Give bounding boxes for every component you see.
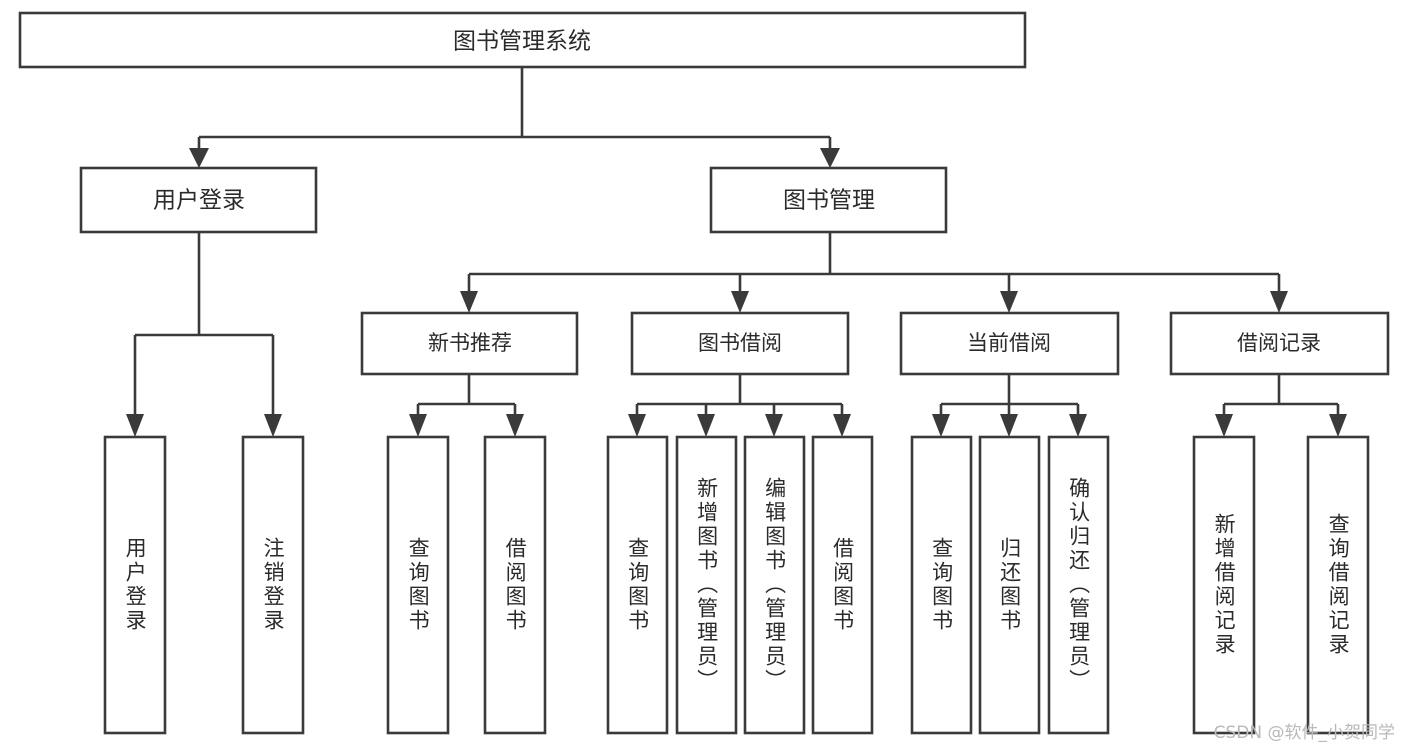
node-borrow-record-label: 借阅记录	[1237, 331, 1321, 355]
node-new-book-recommend-label: 新书推荐	[428, 331, 512, 355]
node-root[interactable]	[18, 11, 1027, 69]
watermark-text: CSDN @软件_小贺同学	[1213, 723, 1395, 743]
node-borrow-record[interactable]	[1169, 311, 1390, 376]
arrow-to-leaf-query-record	[1329, 414, 1347, 437]
arrow-root-to-user-login	[189, 148, 209, 168]
node-leaf-return-book[interactable]	[978, 435, 1041, 735]
arrow-root-to-book-management	[820, 148, 840, 168]
node-leaf-query-book-2[interactable]	[606, 435, 669, 735]
node-leaf-user-login[interactable]	[103, 435, 167, 735]
node-leaf-add-book[interactable]	[675, 435, 738, 735]
node-leaf-confirm-return[interactable]	[1047, 435, 1110, 735]
node-user-login[interactable]	[79, 166, 318, 234]
arrow-to-leaf-query-book-1	[409, 414, 427, 437]
arrow-to-leaf-add-book	[697, 414, 715, 437]
node-user-login-label: 用户登录	[153, 188, 245, 214]
arrow-to-leaf-user-login	[126, 414, 144, 437]
node-leaf-add-record[interactable]	[1192, 435, 1256, 735]
node-book-borrow-label: 图书借阅	[698, 331, 782, 355]
arrow-to-leaf-logout-login	[264, 414, 282, 437]
nodes-group: 图书管理系统 用户登录 图书管理 新书推荐 图书借阅 当前借阅 借阅记录	[18, 11, 1390, 735]
node-leaf-query-book-1[interactable]	[386, 435, 450, 735]
node-leaf-borrow-book-2[interactable]	[811, 435, 874, 735]
arrow-to-leaf-add-record	[1215, 414, 1233, 437]
node-book-management[interactable]	[709, 166, 948, 234]
arrow-to-leaf-borrow-book-2	[833, 414, 851, 437]
node-root-label: 图书管理系统	[453, 29, 591, 55]
node-leaf-borrow-book-1[interactable]	[483, 435, 547, 735]
node-leaf-logout-login[interactable]	[241, 435, 305, 735]
node-leaf-query-record[interactable]	[1306, 435, 1370, 735]
node-leaf-edit-book[interactable]	[743, 435, 806, 735]
arrow-to-book-borrow	[731, 291, 749, 313]
node-current-borrow[interactable]	[899, 311, 1120, 376]
node-current-borrow-label: 当前借阅	[967, 331, 1051, 355]
node-leaf-query-book-3[interactable]	[910, 435, 973, 735]
arrow-to-leaf-confirm-return	[1069, 414, 1087, 437]
arrow-to-leaf-query-book-3	[932, 414, 950, 437]
arrow-to-leaf-borrow-book-1	[506, 414, 524, 437]
arrow-to-leaf-edit-book	[765, 414, 783, 437]
node-new-book-recommend[interactable]	[360, 311, 579, 376]
edges-group	[126, 67, 1347, 437]
arrow-to-borrow-record	[1270, 291, 1288, 313]
arrow-to-new-book-recommend	[460, 291, 478, 313]
arrow-to-leaf-query-book-2	[628, 414, 646, 437]
node-book-borrow[interactable]	[630, 311, 850, 376]
node-book-management-label: 图书管理	[783, 188, 875, 214]
arrow-to-leaf-return-book	[1000, 414, 1018, 437]
arrow-to-current-borrow	[1000, 291, 1018, 313]
